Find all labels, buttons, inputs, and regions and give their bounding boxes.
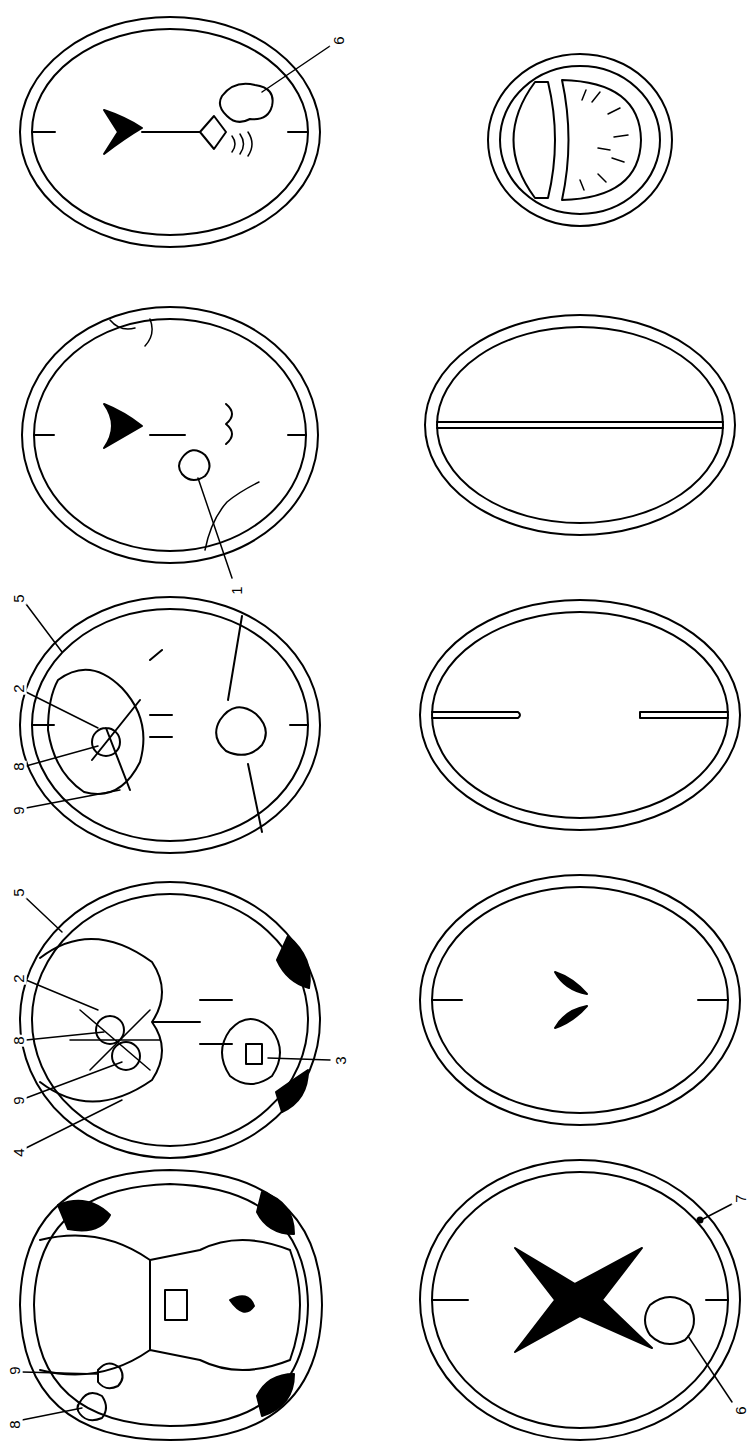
callout-number: 6 [732, 1404, 749, 1416]
callout-number: 5 [10, 886, 27, 898]
callout-number: 8 [6, 1418, 23, 1430]
slice-drawing [20, 597, 320, 853]
callout-number: 6 [330, 34, 347, 46]
slice-drawing [20, 882, 320, 1158]
callout-number: 7 [732, 1192, 749, 1204]
slice-drawing [20, 1170, 322, 1440]
callout-number: 8 [10, 760, 27, 772]
slice-drawing [20, 17, 320, 247]
slice-drawing [420, 875, 740, 1125]
slice-drawing [22, 307, 318, 563]
callout-number: 2 [10, 682, 27, 694]
leader-lines [22, 46, 732, 1420]
callout-number: 4 [10, 1146, 27, 1158]
slice-drawing [420, 1160, 740, 1440]
callout-number: 5 [10, 592, 27, 604]
slice-drawing [425, 315, 735, 535]
callout-number: 9 [10, 1094, 27, 1106]
callout-number: 2 [10, 972, 27, 984]
callout-number: 3 [332, 1054, 349, 1066]
callout-number: 8 [10, 1034, 27, 1046]
callout-number: 9 [6, 1364, 23, 1376]
callout-number: 9 [10, 804, 27, 816]
slice-drawing [420, 600, 740, 830]
slice-drawing [488, 54, 672, 226]
callout-number: 1 [228, 584, 245, 596]
